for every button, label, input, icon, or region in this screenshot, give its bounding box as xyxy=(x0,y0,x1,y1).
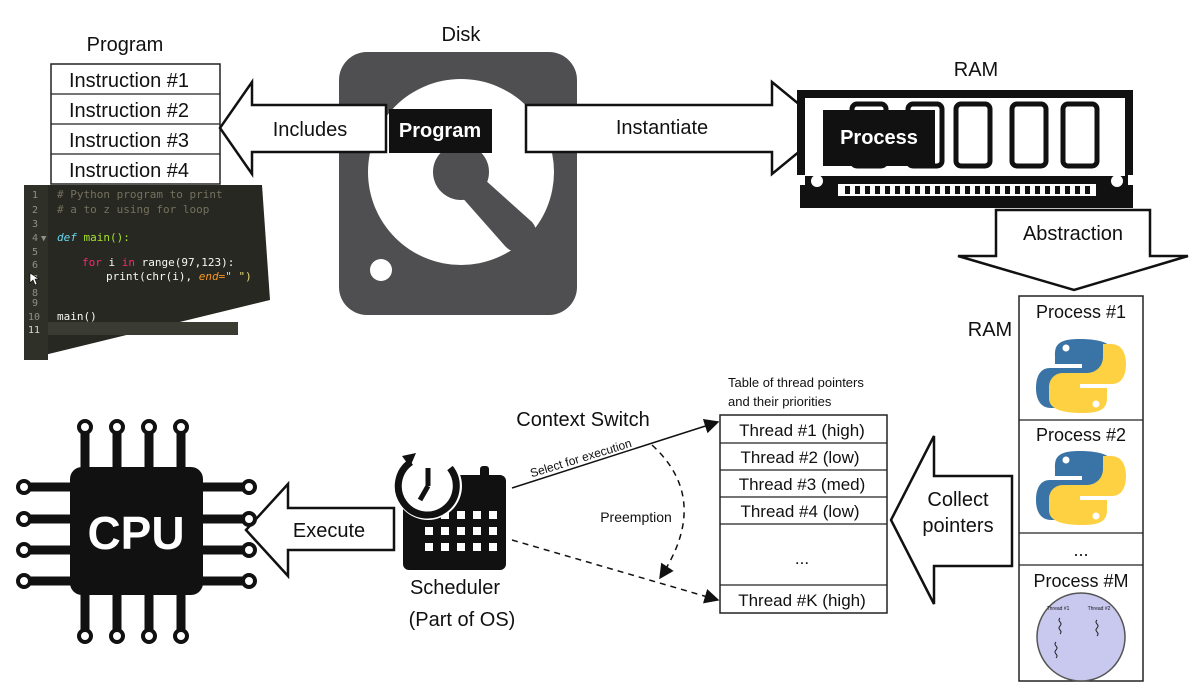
thread-mini-label: Thread #2 xyxy=(1088,606,1111,612)
includes-label: Includes xyxy=(273,119,348,141)
instruction-row: Instruction #3 xyxy=(69,130,189,152)
thread-table-caption: Table of thread pointers xyxy=(728,375,864,390)
process-m-label: Process #M xyxy=(1033,571,1128,591)
code-keyword: end= xyxy=(199,270,226,283)
code-line-number: 8 xyxy=(32,288,38,299)
thread-row: Thread #3 (med) xyxy=(739,475,866,494)
thread-row: Thread #2 (low) xyxy=(740,448,859,467)
python-logo-icon xyxy=(1036,339,1126,413)
scheduler-label: Scheduler xyxy=(410,577,500,599)
preemption-label: Preemption xyxy=(600,509,672,525)
code-text: range(97,123): xyxy=(135,256,234,269)
thread-row: ... xyxy=(795,549,809,568)
code-line-number: 6 xyxy=(32,260,38,271)
instruction-table: Instruction #1 Instruction #2 Instructio… xyxy=(50,63,221,185)
execute-label: Execute xyxy=(293,520,365,542)
select-label: Select for execution xyxy=(528,436,633,480)
mouse-cursor-icon xyxy=(29,272,40,286)
instantiate-label: Instantiate xyxy=(616,117,708,139)
code-line-number: 10 xyxy=(28,312,40,323)
abstraction-label: Abstraction xyxy=(1023,223,1123,245)
instruction-row: Instruction #1 xyxy=(69,70,189,92)
code-line-number: 11 xyxy=(28,325,40,336)
collect-label: Collect xyxy=(927,489,989,511)
process-2-label: Process #2 xyxy=(1036,425,1126,445)
code-comment: # Python program to print xyxy=(57,188,223,201)
code-line-number: 3 xyxy=(32,219,38,230)
thread-mini-label: Thread #1 xyxy=(1047,606,1070,612)
thread-circle-icon: Thread #1 Thread #2 xyxy=(1036,592,1126,682)
code-for-line: for i in range(97,123): xyxy=(82,256,234,269)
ram-title: RAM xyxy=(954,59,998,81)
thread-row: Thread #1 (high) xyxy=(739,421,865,440)
code-line-number: 5 xyxy=(32,247,38,258)
context-switch-label: Context Switch xyxy=(516,409,649,431)
pointers-label: pointers xyxy=(922,515,993,537)
code-line-number: 1 xyxy=(32,190,38,201)
code-text: print(chr(i), xyxy=(106,270,199,283)
code-def-line: def main(): xyxy=(57,231,130,244)
instruction-row: Instruction #2 xyxy=(69,100,189,122)
instantiate-arrow: Instantiate xyxy=(524,79,830,177)
code-line-number: 9 xyxy=(32,298,38,309)
cpu-chip-icon xyxy=(16,419,257,644)
execute-arrow: Execute xyxy=(244,480,396,580)
process-stack: Process #1 Process #2 ... Process #M Thr… xyxy=(1018,295,1144,682)
code-line-number: 4 xyxy=(32,233,38,244)
collect-pointers-arrow: Collect pointers xyxy=(889,435,1014,605)
thread-row: Thread #K (high) xyxy=(738,591,866,610)
code-keyword: in xyxy=(122,256,135,269)
ram-process-box xyxy=(823,110,935,166)
process-1-label: Process #1 xyxy=(1036,302,1126,322)
code-line-number: 2 xyxy=(32,205,38,216)
preemption-arrow xyxy=(651,444,685,580)
disk-title: Disk xyxy=(442,24,482,46)
scheduler-sublabel: (Part of OS) xyxy=(409,609,516,631)
select-arrow xyxy=(511,418,720,489)
python-logo-icon xyxy=(1036,451,1126,525)
includes-arrow: Includes xyxy=(218,78,388,178)
code-text: " ") xyxy=(225,270,252,283)
dispatch-arrow xyxy=(511,539,720,604)
cpu-label: CPU xyxy=(87,507,184,559)
code-keyword: def xyxy=(57,231,77,244)
thread-row: Thread #4 (low) xyxy=(740,502,859,521)
fold-arrow-icon: ▼ xyxy=(41,234,47,244)
ram-process-label: Process xyxy=(840,127,918,149)
code-print-line: print(chr(i), end=" ") xyxy=(106,270,252,283)
ram-stack-title: RAM xyxy=(968,319,1012,341)
disk-program-box xyxy=(389,109,492,153)
code-keyword: for xyxy=(82,256,102,269)
thread-table: Thread #1 (high) Thread #2 (low) Thread … xyxy=(719,414,888,614)
code-text: i xyxy=(102,256,122,269)
code-text: main(): xyxy=(77,231,130,244)
thread-table-caption: and their priorities xyxy=(728,394,832,409)
program-title: Program xyxy=(87,34,164,56)
disk-program-label: Program xyxy=(399,120,481,142)
disk-icon xyxy=(339,52,577,315)
process-ellipsis: ... xyxy=(1073,540,1088,560)
code-comment: # a to z using for loop xyxy=(57,203,209,216)
instruction-row: Instruction #4 xyxy=(69,160,189,182)
abstraction-arrow: Abstraction xyxy=(957,208,1189,292)
code-editor: 1 2 3 4 5 6 7 8 9 10 11 ▼ # Python progr… xyxy=(24,185,270,360)
scheduler-calendar-clock-icon xyxy=(394,452,506,570)
code-text: main() xyxy=(57,310,97,323)
